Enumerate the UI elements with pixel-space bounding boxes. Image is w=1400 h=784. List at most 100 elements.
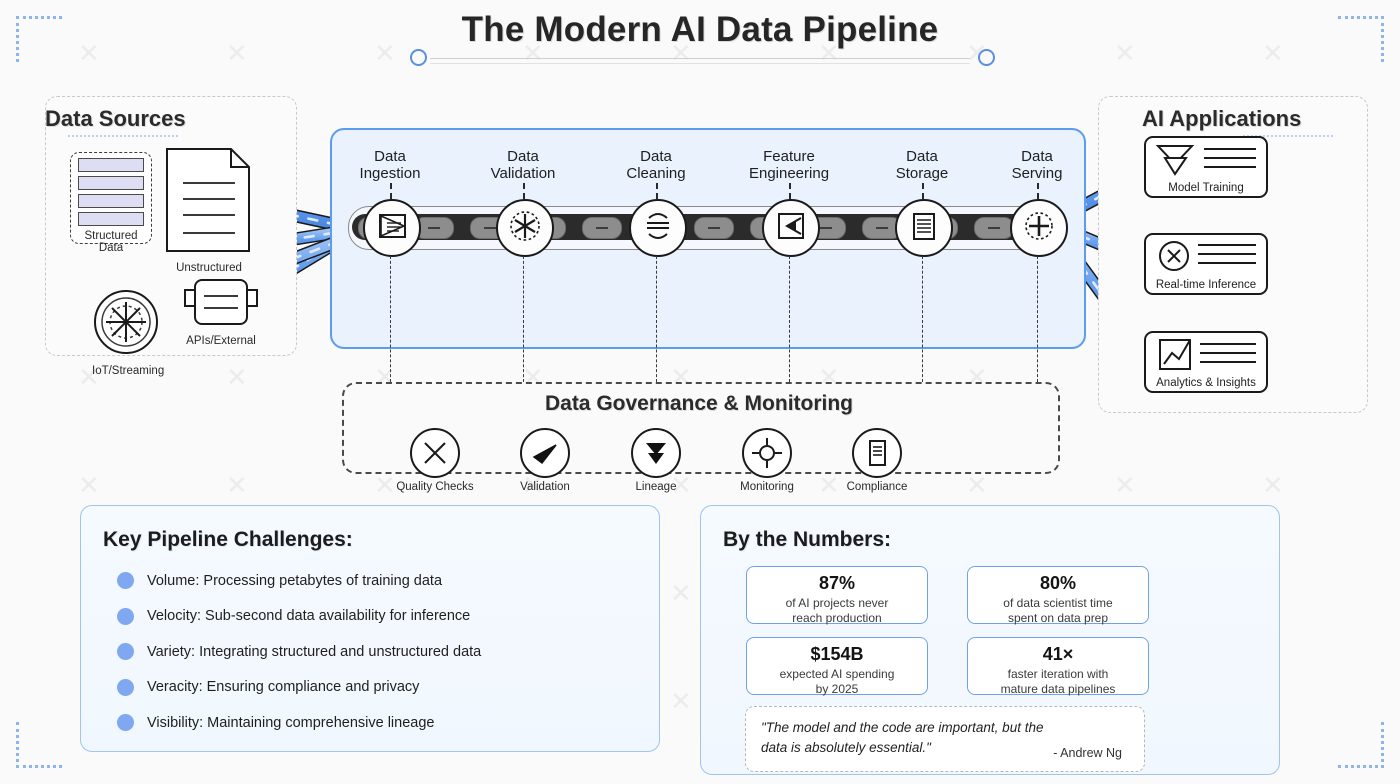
quote-line-1: "The model and the code are important, b… [761,720,1044,735]
table-row-bar-icon [78,176,144,190]
governance-drop-line [789,256,790,382]
radar-icon [94,290,158,354]
corner-bracket-bottom-right [1338,722,1384,768]
pipeline-stage-label-line2: Serving [1011,165,1063,183]
pipeline-stage-engineering[interactable] [762,199,820,257]
challenge-text: Visibility: Maintaining comprehensive li… [147,714,435,731]
ai-app-model-training[interactable]: Model Training [1144,136,1268,198]
bullet-dot-icon [117,572,134,589]
watermark-x-icon: ✕ [670,686,692,716]
challenge-item: Volume: Processing petabytes of training… [117,572,442,589]
key-challenges-heading: Key Pipeline Challenges: [103,528,353,551]
title-block: The Modern AI Data Pipeline [0,10,1400,50]
data-sources-heading: Data Sources [45,106,186,131]
watermark-x-icon: ✕ [226,470,248,500]
pipeline-stage-label-line1: Data [640,148,672,165]
governance-item-label: Lineage [635,481,677,493]
watermark-x-icon: ✕ [226,362,248,392]
pipeline-stage-label-line1: Feature [763,148,815,165]
pipeline-stage-tick [922,183,924,199]
page-title: The Modern AI Data Pipeline [461,10,939,49]
api-server-icon [184,279,258,325]
pipeline-stage-label-line1: Data [374,148,406,165]
cursor-arrow-icon [520,428,570,478]
bullet-dot-icon [117,607,134,625]
data-source-iot-streaming[interactable]: IoT/Streaming [92,288,164,377]
stat-value: 41× [1042,644,1074,664]
challenge-item: Visibility: Maintaining comprehensive li… [117,714,434,731]
governance-item-lineage[interactable]: Lineage [601,428,711,493]
pipeline-stage-cleaning[interactable] [629,199,687,257]
data-source-label: Structured Data [84,230,138,254]
challenge-text: Veracity: Ensuring compliance and privac… [147,679,420,695]
pipeline-stage-storage[interactable] [895,199,953,257]
pipeline-stage-label-line1: Data [507,148,539,165]
data-source-unstructured[interactable]: Unstructured [163,147,255,274]
asterisk-check-icon [508,209,542,248]
watermark-x-icon: ✕ [1114,470,1136,500]
pipeline-stage-label-line2: Engineering [748,165,830,183]
challenge-text: Volume: Processing petabytes of training… [147,572,443,589]
challenge-item: Velocity: Sub-second data availability f… [117,607,470,625]
conveyor-roller [862,217,902,239]
quote-line-2: data is absolutely essential." [761,740,931,756]
governance-item-monitoring[interactable]: Monitoring [712,428,822,493]
double-chevron-down-icon [631,428,681,478]
clipboard-icon [852,428,902,478]
governance-heading: Data Governance & Monitoring [544,392,854,415]
corner-bracket-top-right [1338,16,1384,62]
data-source-structured-data[interactable]: Structured Data [70,152,152,254]
pipeline-stage-tick [1037,183,1039,199]
quote-text: "The model and the code are important, b… [761,718,1129,759]
governance-item-validation[interactable]: Validation [490,428,600,493]
data-source-label: IoT/Streaming [92,365,165,377]
database-stack-icon [907,209,941,248]
data-source-label: Unstructured [176,262,242,274]
governance-drop-line [390,256,391,382]
bullet-dot-icon [117,643,134,660]
watermark-x-icon: ✕ [1262,470,1284,500]
ai-app-analytics-insights[interactable]: Analytics & Insights [1144,331,1268,393]
filter-waves-icon [641,209,675,248]
conveyor-roller [974,217,1014,239]
pipeline-stage-tick [390,183,392,199]
ai-applications-heading: AI Applications [1142,106,1302,131]
ai-app-label: Real-time Inference [1155,279,1257,291]
pipeline-stage-label-line2: Ingestion [359,165,421,183]
data-source-apis-external[interactable]: APIs/External [184,278,258,347]
pipeline-stage-tick [523,183,525,199]
ai-app-realtime-inference[interactable]: Real-time Inference [1144,233,1268,295]
ai-app-label: Model Training [1168,182,1244,194]
stat-value: $154B [810,644,864,664]
transform-arrow-icon [774,209,808,248]
pipeline-stage-validation[interactable] [496,199,554,257]
by-the-numbers-heading: By the Numbers: [723,528,892,551]
pipeline-stage-ingestion[interactable] [363,199,421,257]
pipeline-stage-label-line1: Data [906,148,938,165]
title-dot-left-icon [410,49,427,66]
pipeline-stage-serving[interactable] [1010,199,1068,257]
pipeline-stage-label-line1: Data [1021,148,1053,165]
conveyor-roller [582,217,622,239]
governance-panel [342,382,1060,474]
crosshair-icon [742,428,792,478]
governance-drop-line [922,256,923,382]
corner-bracket-top-left [16,16,62,62]
governance-item-quality-checks[interactable]: Quality Checks [380,428,490,493]
challenge-text: Variety: Integrating structured and unst… [147,643,482,660]
table-row-bar-icon [78,158,144,172]
governance-drop-line [656,256,657,382]
governance-item-compliance[interactable]: Compliance [822,428,932,493]
challenge-item: Veracity: Ensuring compliance and privac… [117,678,420,696]
pipeline-stage-tick [656,183,658,199]
watermark-x-icon: ✕ [966,470,988,500]
